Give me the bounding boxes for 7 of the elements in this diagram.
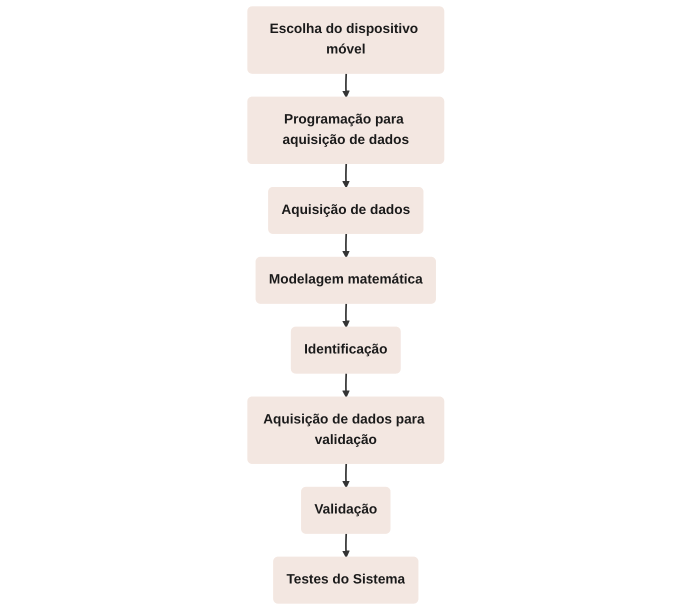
- arrow: [342, 74, 350, 98]
- arrow: [342, 374, 350, 398]
- arrow: [342, 464, 350, 488]
- arrow: [342, 164, 350, 188]
- arrow: [342, 234, 350, 258]
- arrow: [342, 304, 350, 328]
- arrow: [342, 534, 350, 558]
